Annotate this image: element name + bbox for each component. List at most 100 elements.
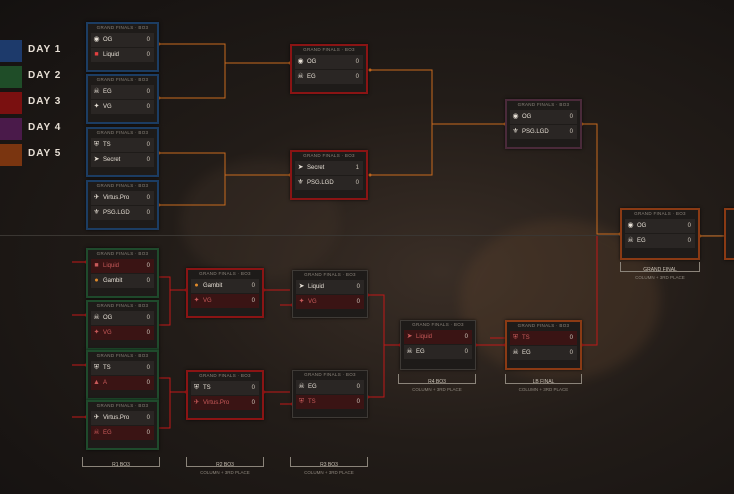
team-score: 0 — [146, 315, 150, 321]
legend-swatch — [0, 40, 22, 62]
team-name: TS — [103, 142, 111, 148]
team-logo-icon: ➤ — [93, 156, 100, 163]
team-logo-icon: ✦ — [193, 297, 200, 304]
team-name: Virtus.Pro — [103, 195, 130, 201]
team-name: TS — [308, 399, 316, 405]
column-label: R3 BO3 — [320, 462, 338, 468]
team-row[interactable]: ☠EG 0 — [91, 85, 154, 99]
team-name: Secret — [307, 165, 325, 171]
team-name: PSG.LGD — [522, 129, 549, 135]
team-score: 0 — [464, 349, 468, 355]
match-header: GRAND FINALS · BO3 — [96, 251, 149, 256]
team-logo-icon: ☠ — [93, 314, 100, 321]
team-name: OG — [522, 114, 532, 120]
team-name: Virtus.Pro — [203, 400, 230, 406]
team-logo-icon: ☠ — [93, 88, 100, 95]
team-score: 0 — [251, 283, 255, 289]
team-logo-icon: ➤ — [298, 283, 305, 290]
team-score: 0 — [355, 180, 359, 186]
match-header: GRAND FINALS · BO3 — [199, 271, 251, 276]
team-name: Secret — [103, 157, 121, 163]
team-score: 0 — [146, 89, 150, 95]
column-bracket-mark — [186, 457, 264, 467]
column-label: GRAND FINAL — [643, 267, 677, 273]
team-logo-icon: ⚜ — [512, 128, 519, 135]
team-logo-icon: ✈ — [93, 414, 100, 421]
team-name: TS — [522, 335, 530, 341]
column-sublabel: COLUMN + 3RD PLACE — [304, 470, 354, 475]
team-score: 0 — [569, 350, 573, 356]
team-score: 0 — [355, 59, 359, 65]
team-name: OG — [637, 223, 647, 229]
team-name: EG — [103, 89, 112, 95]
team-score: 1 — [355, 165, 359, 171]
legend-day-2: DAY 2 — [0, 66, 74, 88]
match-header: GRAND FINALS · BO3 — [304, 372, 356, 377]
team-logo-icon: ⚜ — [297, 179, 304, 186]
team-name: OG — [103, 315, 113, 321]
legend-swatch — [0, 118, 22, 140]
team-score: 0 — [356, 384, 360, 390]
column-label: R1 BO3 — [112, 462, 130, 468]
team-row[interactable]: ☠OG 0 — [91, 311, 154, 325]
team-name: TS — [203, 385, 211, 391]
team-score: 0 — [146, 415, 150, 421]
team-logo-icon: ☠ — [512, 349, 519, 356]
team-name: Liquid — [103, 263, 120, 269]
column-sublabel: COLUMN + 3RD PLACE — [518, 387, 569, 392]
legend-label: DAY 3 — [28, 96, 62, 107]
